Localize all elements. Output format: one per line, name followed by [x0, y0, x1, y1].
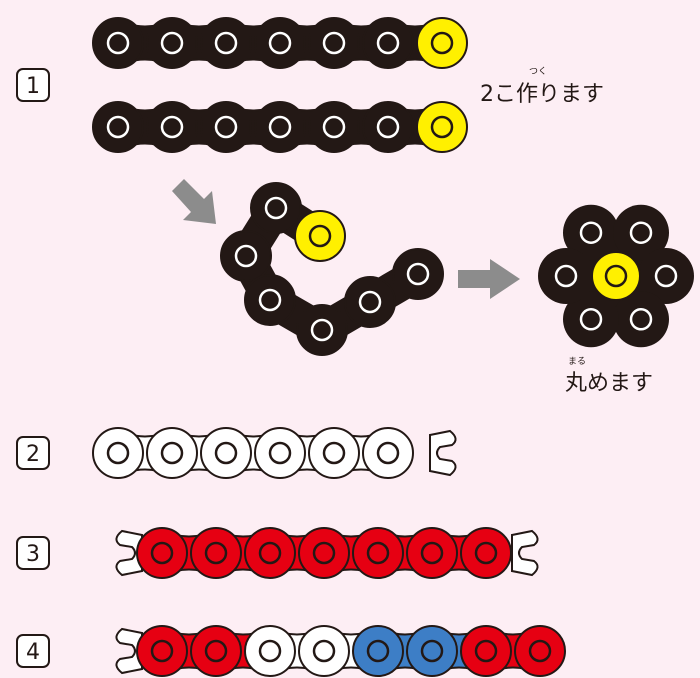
chain-hole — [324, 33, 344, 53]
step-4-label: 4 — [26, 640, 40, 665]
chain-hole — [206, 543, 226, 563]
chain-hole — [631, 223, 651, 243]
chain-hole — [260, 290, 280, 310]
chain-hole — [476, 543, 496, 563]
chain-hole — [432, 117, 452, 137]
step-1-label: 1 — [26, 74, 40, 99]
chain-hole — [310, 226, 330, 246]
chain-hole — [422, 543, 442, 563]
chain-hole — [324, 117, 344, 137]
chain-hole — [312, 320, 332, 340]
step-3-label: 3 — [26, 542, 40, 567]
chain-hole — [606, 266, 626, 286]
chain-hole — [216, 33, 236, 53]
chain-hole — [152, 543, 172, 563]
bent-chain — [221, 183, 443, 355]
step-1-marker: 1 — [17, 69, 49, 101]
chain-hole — [108, 117, 128, 137]
chain-clip-end — [430, 431, 456, 475]
chain-hole — [581, 223, 601, 243]
chain-hole — [162, 33, 182, 53]
chain-hole — [368, 641, 388, 661]
chain-hole — [108, 443, 128, 463]
black-chain-top — [93, 18, 467, 68]
chain-hole — [360, 292, 380, 312]
note-make-round: 丸めます — [565, 371, 653, 396]
chain-hole — [236, 246, 256, 266]
step-2-label: 2 — [26, 442, 40, 467]
chain-hole — [162, 117, 182, 137]
arrow-right-icon — [458, 259, 520, 299]
chain-hole — [270, 117, 290, 137]
chain-clip-end — [512, 531, 538, 575]
chain-hole — [324, 443, 344, 463]
chain-hole — [368, 543, 388, 563]
chain-hole — [476, 641, 496, 661]
chain-hole — [216, 117, 236, 137]
red-white-chain — [116, 528, 537, 578]
white-chain — [93, 428, 456, 478]
chain-hole — [270, 443, 290, 463]
step-2-marker: 2 — [17, 437, 49, 469]
chain-hole — [270, 33, 290, 53]
chain-hole — [260, 641, 280, 661]
chain-hole — [556, 266, 576, 286]
chain-hole — [162, 443, 182, 463]
chain-hole — [378, 33, 398, 53]
chain-hole — [422, 641, 442, 661]
black-chain-bottom — [93, 102, 467, 152]
arrow-down-right-icon — [172, 179, 216, 224]
chain-hole — [656, 266, 676, 286]
note-ruby: つく — [529, 67, 547, 77]
chain-hole — [378, 117, 398, 137]
multicolor-chain — [116, 626, 565, 676]
step-3-marker: 3 — [17, 537, 49, 569]
chain-hole — [260, 543, 280, 563]
step-4-marker: 4 — [17, 635, 49, 667]
chain-hole — [314, 641, 334, 661]
chain-hole — [530, 641, 550, 661]
chain-hole — [408, 264, 428, 284]
chain-hole — [216, 443, 236, 463]
flower-ring — [538, 205, 694, 348]
chain-hole — [266, 198, 286, 218]
chain-hole — [108, 33, 128, 53]
chain-hole — [152, 641, 172, 661]
chain-hole — [314, 543, 334, 563]
chain-hole — [206, 641, 226, 661]
chain-hole — [631, 309, 651, 329]
note2-ruby: まる — [568, 356, 586, 367]
chain-hole — [432, 33, 452, 53]
note-make-two: 2こ作ります — [480, 82, 604, 107]
chain-hole — [378, 443, 398, 463]
chain-hole — [581, 309, 601, 329]
